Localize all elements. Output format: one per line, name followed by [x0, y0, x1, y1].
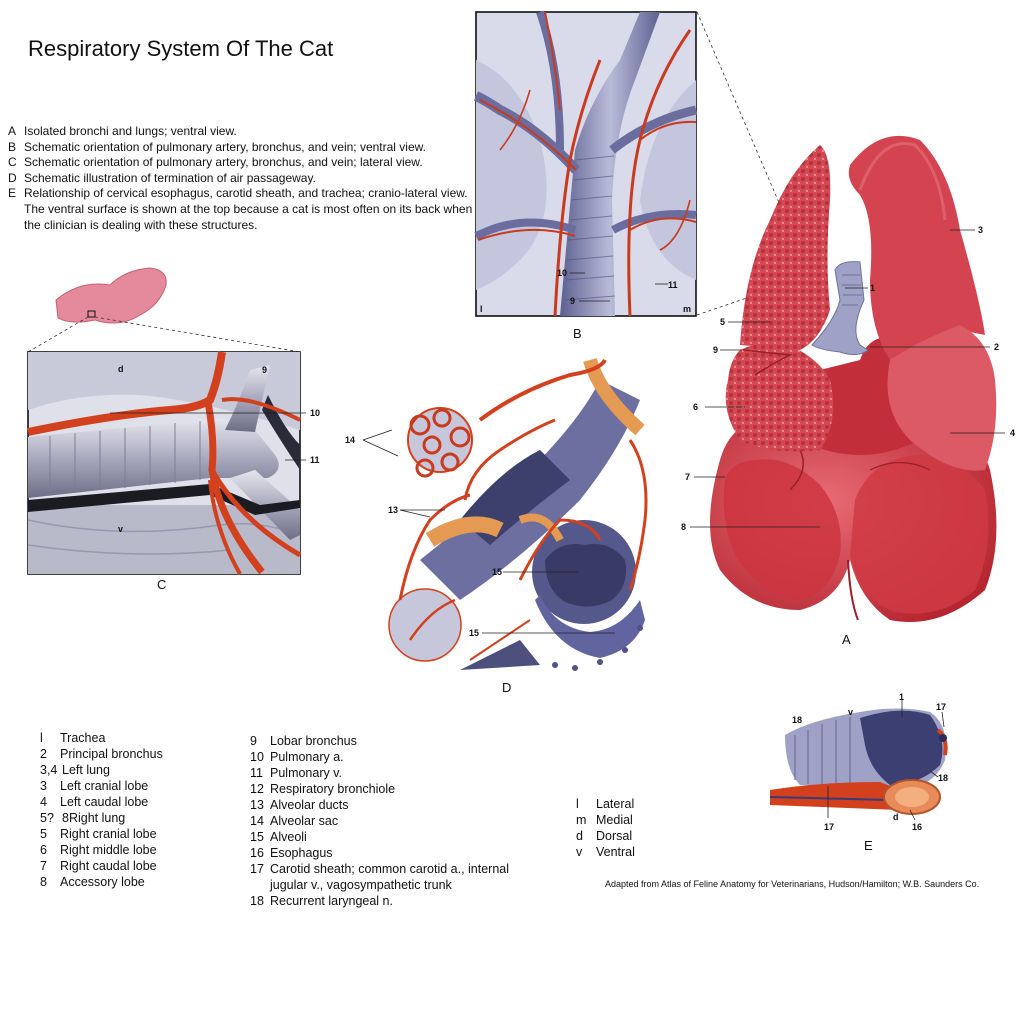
a-label-9: 9: [713, 345, 718, 355]
a-label-8: 8: [681, 522, 686, 532]
b-label-l: l: [480, 304, 483, 314]
a-label-7: 7: [685, 472, 690, 482]
panel-label-e: E: [864, 838, 873, 853]
panel-b-drawing: 10 9 11 l m: [473, 10, 781, 317]
a-label-2: 2: [994, 342, 999, 352]
c-label-9: 9: [262, 365, 267, 375]
d-label-15-upper: 15: [492, 567, 502, 577]
source-credit: Adapted from Atlas of Feline Anatomy for…: [605, 879, 980, 889]
e-label-17-bottom: 17: [824, 822, 834, 832]
a-label-6: 6: [693, 402, 698, 412]
c-label-11: 11: [310, 455, 320, 465]
c-label-10: 10: [310, 408, 320, 418]
b-label-m: m: [683, 304, 691, 314]
e-label-16: 16: [912, 822, 922, 832]
panel-label-b: B: [573, 326, 582, 341]
panel-a-drawing: 1 2 3 4 5 6 7 8 9: [681, 135, 1015, 622]
e-label-18-right: 18: [938, 773, 948, 783]
b-label-9: 9: [570, 296, 575, 306]
e-label-v: v: [848, 707, 853, 717]
d-label-14: 14: [345, 435, 355, 445]
panel-e-drawing: 18 v 1 17 18 17 d 16: [769, 692, 948, 832]
panel-d-drawing: 14 13 15 15: [345, 357, 648, 671]
a-label-1: 1: [870, 283, 875, 293]
panel-label-c: C: [157, 577, 167, 592]
a-label-4: 4: [1010, 428, 1015, 438]
d-label-13: 13: [388, 505, 398, 515]
e-label-d: d: [893, 812, 899, 822]
b-label-11: 11: [668, 280, 678, 290]
panel-label-d: D: [502, 680, 512, 695]
b-label-10: 10: [557, 268, 567, 278]
a-label-5: 5: [720, 317, 725, 327]
d-label-15-lower: 15: [469, 628, 479, 638]
e-label-1: 1: [899, 692, 904, 702]
page-title: Respiratory System Of The Cat: [28, 36, 334, 61]
legend-item: 5?8Right lung: [40, 811, 126, 825]
c-label-v: v: [118, 524, 123, 534]
a-label-3: 3: [978, 225, 983, 235]
panel-c-drawing: d 9 10 11 v: [27, 267, 320, 575]
e-label-18-left: 18: [792, 715, 802, 725]
panel-label-a: A: [842, 632, 851, 647]
c-label-d: d: [118, 364, 124, 374]
e-label-17-right: 17: [936, 702, 946, 712]
